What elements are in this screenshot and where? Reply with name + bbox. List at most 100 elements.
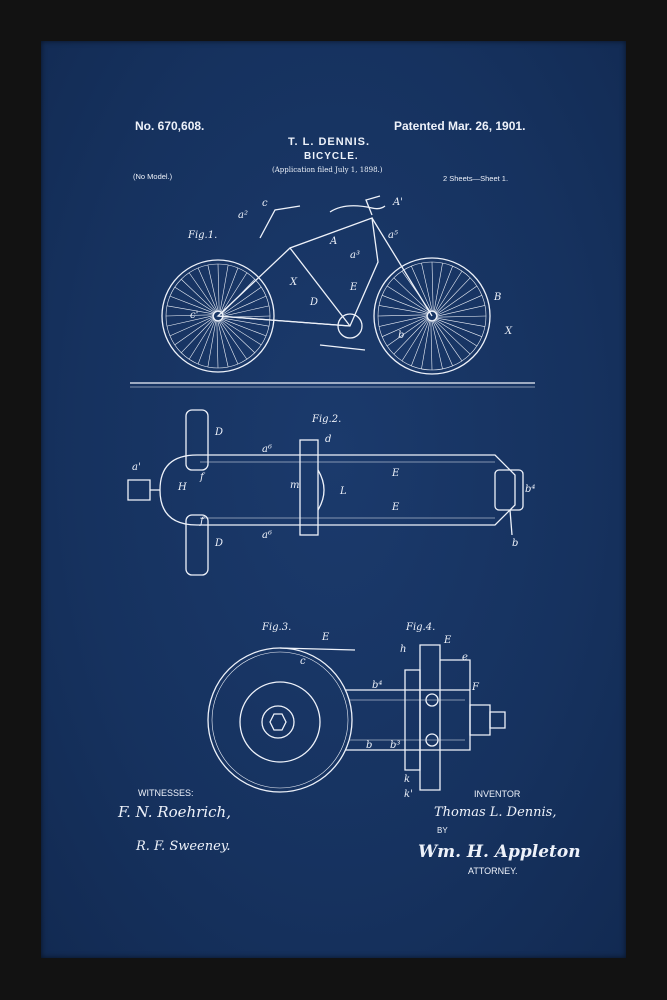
svg-text:D: D xyxy=(214,427,223,438)
wheel-spoke xyxy=(434,318,482,337)
svg-text:L: L xyxy=(339,486,347,497)
svg-text:X: X xyxy=(289,277,298,288)
wheel-spoke xyxy=(207,319,217,368)
wheel-spoke xyxy=(197,267,218,313)
wheel-spoke xyxy=(432,319,453,367)
front-wheel xyxy=(373,257,491,375)
wheel-spoke xyxy=(434,270,463,314)
wheel-spoke xyxy=(393,277,431,313)
svg-text:a⁶: a⁶ xyxy=(262,530,272,541)
svg-text:F: F xyxy=(471,682,480,693)
wheel-spoke xyxy=(221,305,270,317)
wheel-spoke xyxy=(181,279,217,313)
by-label: BY xyxy=(437,826,448,835)
svg-text:b⁴: b⁴ xyxy=(525,484,535,495)
wheel-spoke xyxy=(218,319,239,365)
wheel-spoke xyxy=(435,317,486,327)
wheel-spoke xyxy=(421,319,431,370)
wheel-spoke xyxy=(169,316,215,337)
model-note: (No Model.) xyxy=(133,172,173,181)
wheel-spoke xyxy=(435,285,478,316)
wheel-spoke xyxy=(431,319,443,370)
bicycle-frame xyxy=(216,195,433,351)
witnesses-label: WITNESSES: xyxy=(138,788,194,798)
hub-section-view: Fig.4. h Ee Fb⁴ b b³ k k' xyxy=(345,622,506,800)
svg-text:c': c' xyxy=(190,310,198,321)
svg-text:X: X xyxy=(504,326,513,337)
svg-text:b: b xyxy=(512,538,518,549)
wheel-spoke xyxy=(435,315,487,318)
wheel-spoke xyxy=(386,285,430,314)
sheet-count: 2 Sheets—Sheet 1. xyxy=(443,174,509,183)
fig1-label: Fig.1. xyxy=(187,230,217,241)
patent-title: BICYCLE. xyxy=(304,151,359,162)
wheel-spoke xyxy=(432,319,463,362)
svg-text:A: A xyxy=(329,236,337,247)
wheel-spoke xyxy=(382,295,430,314)
wheel-spoke xyxy=(431,261,434,313)
wheel-spoke xyxy=(386,316,429,347)
application-date: (Application filed July 1, 1898.) xyxy=(272,166,383,174)
svg-text:a²: a² xyxy=(238,210,248,221)
svg-text:a': a' xyxy=(132,462,141,473)
disc-view: Fig.3. Ec xyxy=(207,622,356,793)
svg-text:b: b xyxy=(398,330,404,341)
svg-text:f: f xyxy=(199,516,206,527)
wheel-spoke xyxy=(393,317,429,355)
svg-text:b⁴: b⁴ xyxy=(372,680,382,691)
fig2-label: Fig.2. xyxy=(311,414,341,425)
wheel-spoke xyxy=(216,319,219,369)
wheel-spoke xyxy=(169,295,216,314)
svg-text:e: e xyxy=(462,652,468,663)
wheel-spoke xyxy=(221,286,262,316)
svg-text:E: E xyxy=(443,635,452,646)
wheel-spoke xyxy=(219,319,255,353)
svg-text:E: E xyxy=(321,632,330,643)
inventor-name: T. L. DENNIS. xyxy=(288,136,371,148)
wheel-spoke xyxy=(430,319,433,371)
svg-text:k': k' xyxy=(404,789,413,800)
svg-text:E: E xyxy=(349,282,358,293)
wheel-spoke xyxy=(221,317,270,327)
svg-text:h: h xyxy=(400,644,406,655)
svg-text:k: k xyxy=(404,774,410,785)
wheel-spoke xyxy=(219,264,229,313)
svg-text:c: c xyxy=(262,198,268,209)
svg-text:E: E xyxy=(391,468,400,479)
svg-text:D: D xyxy=(309,297,318,308)
wheel-spoke xyxy=(207,264,219,313)
wheel-spoke xyxy=(166,315,215,327)
fig3-label: Fig.3. xyxy=(261,622,291,633)
svg-text:d: d xyxy=(325,434,331,445)
svg-text:b: b xyxy=(366,740,372,751)
wheel-spoke xyxy=(435,295,483,316)
wheel-spoke xyxy=(217,263,220,313)
wheel-spoke xyxy=(218,319,248,360)
svg-text:f: f xyxy=(199,472,206,483)
wheel-spoke xyxy=(166,305,215,315)
wheel-spoke xyxy=(378,305,429,315)
wheel-spoke xyxy=(401,318,430,362)
wheel-spoke xyxy=(378,315,429,327)
fig4-label: Fig.4. xyxy=(405,622,435,633)
wheel-spoke xyxy=(220,318,267,337)
svg-text:a⁵: a⁵ xyxy=(388,230,398,241)
wheel-spoke xyxy=(197,318,216,365)
svg-text:c: c xyxy=(300,656,306,667)
wheel-spoke xyxy=(411,318,430,366)
wheel-spoke xyxy=(435,277,471,315)
wheel-spoke xyxy=(434,318,478,347)
wheel-spoke xyxy=(411,265,432,313)
wheel-spoke xyxy=(433,319,471,355)
svg-text:b³: b³ xyxy=(390,740,400,751)
svg-text:a⁶: a⁶ xyxy=(262,444,272,455)
svg-text:D: D xyxy=(214,538,223,549)
witness-signature-1: F. N. Roehrich, xyxy=(118,803,231,821)
attorney-label: ATTORNEY. xyxy=(468,866,518,876)
inventor-signature: Thomas L. Dennis, xyxy=(434,805,557,820)
wheel-spoke xyxy=(165,314,215,317)
wheel-spoke xyxy=(433,262,443,313)
